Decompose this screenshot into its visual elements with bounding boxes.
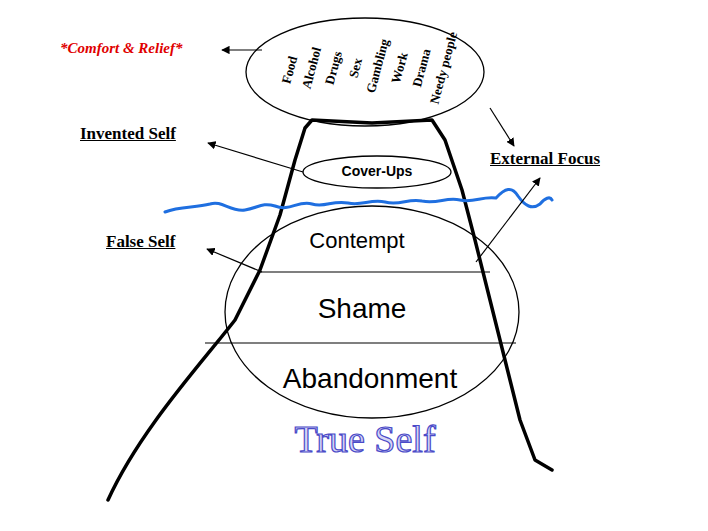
- false-self-ellipse: ContemptShameAbandonment: [224, 205, 520, 419]
- node-text: Food: [279, 55, 300, 86]
- node-text: Work: [389, 51, 411, 85]
- band-divider: [205, 342, 516, 343]
- leader-arrow: [490, 108, 514, 146]
- ellipse-shape: [303, 156, 451, 188]
- node-text: Contempt: [309, 229, 404, 253]
- node-text: Needy people: [428, 30, 461, 105]
- node-text: Alcohol: [300, 46, 325, 91]
- part-label: External Focus: [490, 149, 600, 169]
- node-text: Cover-Ups: [342, 164, 413, 179]
- leader-arrow: [207, 249, 262, 272]
- base-label: True Self: [294, 418, 435, 462]
- ellipse-shape: [246, 18, 484, 126]
- node-text: Sex: [347, 57, 366, 80]
- activities-ellipse: FoodAlcoholDrugsSexGamblingWorkDramaNeed…: [245, 17, 485, 127]
- node-text: Drugs: [323, 50, 346, 86]
- node-text: Gambling: [364, 37, 392, 94]
- part-label: False Self: [106, 232, 175, 252]
- band-divider: [258, 271, 490, 272]
- part-label: Invented Self: [80, 124, 176, 144]
- ellipse-shape: [225, 206, 519, 418]
- cover-ups-ellipse: Cover-Ups: [302, 155, 452, 189]
- node-text: Drama: [410, 47, 434, 88]
- mountain-outline: [108, 120, 552, 500]
- leader-arrow: [476, 178, 540, 262]
- node-text: Shame: [318, 294, 407, 325]
- node-text: Abandonment: [283, 364, 457, 395]
- note-label: *Comfort & Relief*: [60, 40, 183, 57]
- leader-arrow: [208, 143, 303, 172]
- water-line: [165, 189, 552, 212]
